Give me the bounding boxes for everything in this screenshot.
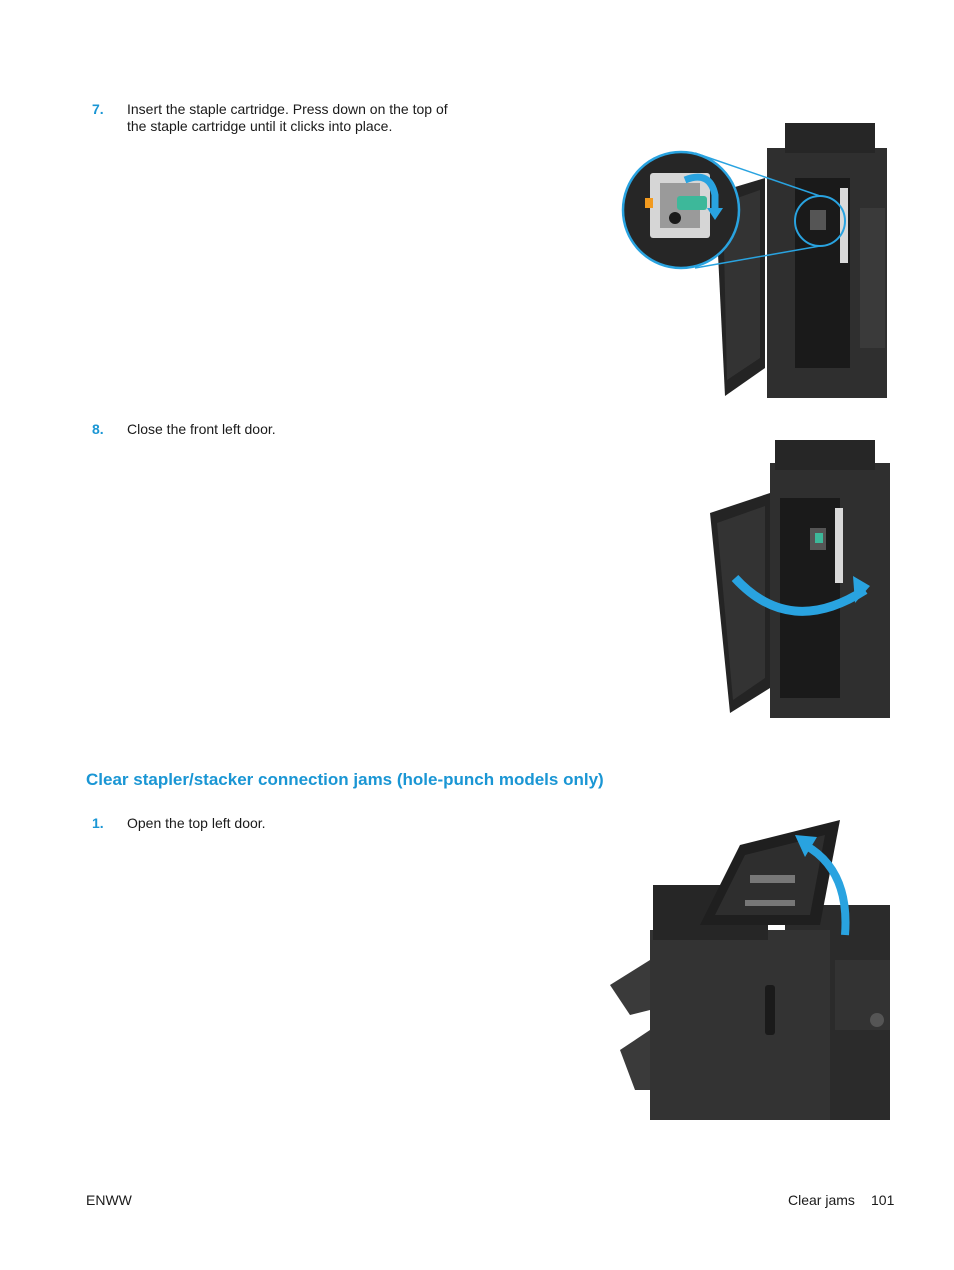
door-handle	[765, 985, 775, 1035]
press-down-arrow	[683, 173, 719, 210]
open-top-left-door-illustration	[610, 820, 890, 1120]
step-text: Open the top left door.	[127, 815, 266, 831]
step-number: 8.	[92, 421, 104, 437]
section-heading: Clear stapler/stacker connection jams (h…	[86, 770, 604, 789]
footer-left: ENWW	[86, 1192, 132, 1208]
step-number: 7.	[92, 101, 104, 117]
hp-logo	[870, 1013, 884, 1027]
close-front-door-illustration	[710, 440, 890, 718]
insert-staple-cartridge-illustration	[621, 123, 887, 398]
step-text: Close the front left door.	[127, 421, 276, 437]
finisher-body	[650, 930, 830, 1120]
staple-cartridge	[677, 196, 707, 210]
page-number: 101	[871, 1192, 895, 1208]
step-text: Insert the staple cartridge. Press down …	[127, 101, 448, 134]
close-door-arrow	[731, 574, 868, 616]
output-tray	[610, 960, 650, 1015]
output-tray	[620, 1030, 650, 1090]
open-door-arrow	[802, 841, 850, 936]
footer-section: Clear jams	[788, 1192, 855, 1208]
step-number: 1.	[92, 815, 104, 831]
